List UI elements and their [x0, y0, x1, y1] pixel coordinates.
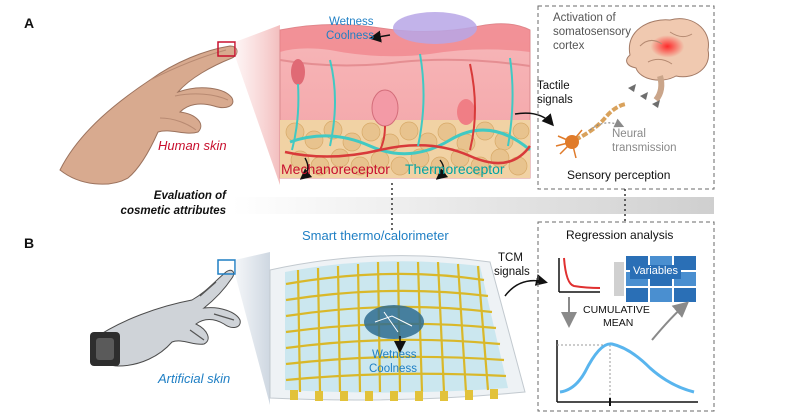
- wetness-arrow: [369, 30, 391, 43]
- variables-matrix: [614, 256, 696, 302]
- panel-a-letter: A: [24, 15, 35, 31]
- mechanoreceptor-label: Mechanoreceptor: [281, 161, 390, 177]
- artificial-skin-label: Artificial skin: [158, 371, 231, 386]
- smart-thermo-sheet: [269, 255, 526, 401]
- regression-box: [537, 221, 715, 412]
- neural-transmission-line2: transmission: [612, 142, 677, 154]
- brain-illustration: [626, 18, 710, 102]
- neural-transmission-arrow: [589, 118, 625, 131]
- tactile-signals-line1: Tactile: [537, 80, 570, 92]
- tcm-arrow: [504, 274, 548, 297]
- neuron-illustration: [555, 102, 627, 159]
- thermo-arrow: [435, 159, 449, 180]
- smart-thermo-title: Smart thermo/calorimeter: [302, 228, 449, 243]
- zoom-beam-b: [235, 252, 270, 405]
- regression-curve-plot: [556, 340, 698, 406]
- wetness-label-b: Wetness: [372, 349, 417, 361]
- evaluation-band: [232, 197, 714, 214]
- evaluation-label-line2: cosmetic attributes: [120, 205, 226, 217]
- feedback-arrow: [651, 301, 690, 341]
- coolness-label-b: Coolness: [369, 363, 417, 375]
- variables-label: Variables: [630, 265, 682, 279]
- wetness-label-a: Wetness: [329, 16, 374, 28]
- zoom-beam-a: [235, 25, 280, 185]
- human-hand-illustration: [59, 45, 238, 185]
- signal-chevrons: [628, 84, 660, 108]
- robotic-hand-illustration: [90, 269, 241, 367]
- tcm-signals-line2: signals: [494, 266, 530, 278]
- thermoreceptor-label: Thermoreceptor: [405, 161, 505, 177]
- cortex-label-line3: cortex: [553, 40, 585, 52]
- tactile-arrow: [514, 112, 554, 127]
- tcm-signals-line1: TCM: [498, 252, 523, 264]
- cumulative-mean-line1: CUMULATIVE: [583, 304, 650, 316]
- cumulative-mean-line2: MEAN: [603, 317, 634, 329]
- cortex-label-line1: Activation of: [553, 12, 616, 24]
- human-skin-label: Human skin: [158, 138, 227, 153]
- regression-title: Regression analysis: [566, 228, 674, 242]
- neural-transmission-line1: Neural: [612, 128, 646, 140]
- panel-b-letter: B: [24, 235, 35, 251]
- sensory-perception-label: Sensory perception: [567, 168, 671, 182]
- mechano-arrow: [299, 157, 313, 180]
- coolness-label-a: Coolness: [326, 30, 374, 42]
- evaluation-label-line1: Evaluation of: [153, 190, 226, 202]
- cortex-label-line2: somatosensory: [553, 26, 631, 38]
- tcm-decay-plot: [558, 257, 601, 293]
- sensory-perception-box: [537, 5, 715, 190]
- skin-cross-section: [279, 12, 532, 179]
- tactile-signals-line2: signals: [537, 94, 573, 106]
